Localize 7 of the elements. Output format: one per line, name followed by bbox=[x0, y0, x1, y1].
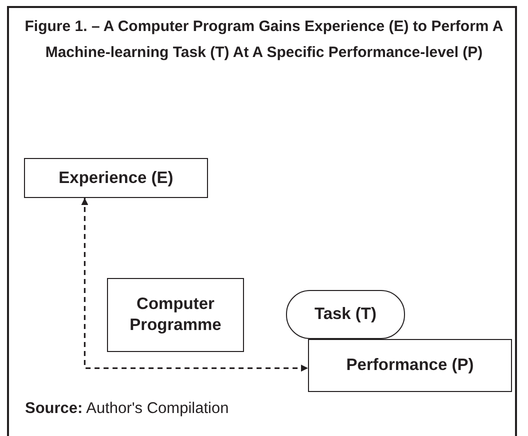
process-box: Performance (P) bbox=[308, 339, 512, 392]
figure-title: Figure 1. – A Computer Program Gains Experience (E) to Perform A Machine-learning Task (T) At A Specific Performance-level (P) bbox=[24, 17, 504, 63]
process-box: Computer Programme bbox=[107, 278, 244, 352]
dashed-arrow bbox=[81, 198, 308, 372]
process-box: Experience (E) bbox=[24, 158, 208, 198]
rounded-box: Task (T) bbox=[286, 290, 405, 339]
source-note: Source: Author's Compilation bbox=[25, 400, 229, 418]
